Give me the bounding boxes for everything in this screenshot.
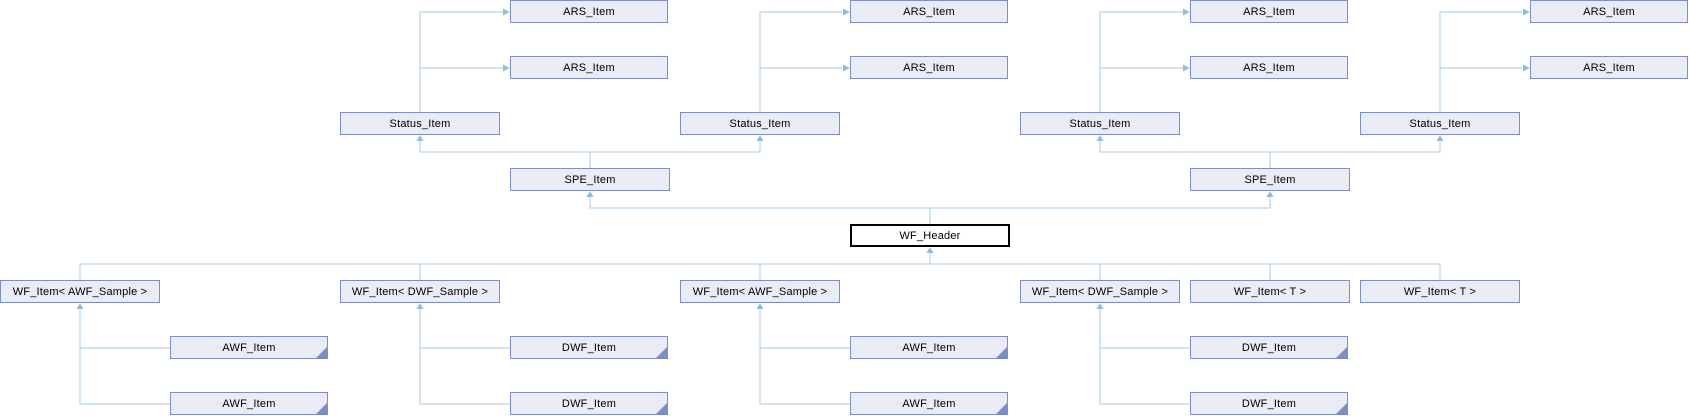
node-awf-item-2[interactable]: AWF_Item [170,392,328,415]
edge-arrowhead [1183,64,1190,72]
edge-arrowhead [1096,303,1104,309]
node-label: WF_Item< DWF_Sample > [1031,285,1169,298]
node-label: ARS_Item [903,61,955,74]
node-wf-item-dwf-sample-2[interactable]: WF_Item< DWF_Sample > [1020,280,1180,303]
node-label: ARS_Item [1243,61,1295,74]
edge-arrowhead [503,64,510,72]
node-label: WF_Header [899,229,961,242]
node-status-item-1[interactable]: Status_Item [340,112,500,135]
node-label: AWF_Item [222,397,276,410]
node-label: DWF_Item [1241,397,1297,410]
node-label: ARS_Item [1583,61,1635,74]
folded-corner-icon [656,347,667,358]
edge-line [1439,11,1523,112]
edge-line [419,11,503,112]
node-ars-item-2[interactable]: ARS_Item [510,56,668,79]
node-label: Status_Item [1409,117,1471,130]
node-awf-item-4[interactable]: AWF_Item [850,392,1008,415]
edge-arrowhead [1523,64,1530,72]
node-label: Status_Item [1069,117,1131,130]
node-ars-item-5[interactable]: ARS_Item [1190,0,1348,23]
node-label: WF_Item< T > [1233,285,1307,298]
node-status-item-4[interactable]: Status_Item [1360,112,1520,135]
edge-arrowhead [1266,191,1274,197]
edge-arrowhead [76,303,84,309]
folded-corner-icon [316,347,327,358]
node-label: ARS_Item [1583,5,1635,18]
node-ars-item-7[interactable]: ARS_Item [1530,0,1688,23]
node-dwf-item-2[interactable]: DWF_Item [510,392,668,415]
edge-arrowhead [1096,135,1104,141]
node-label: ARS_Item [1243,5,1295,18]
node-label: SPE_Item [564,173,616,186]
node-ars-item-1[interactable]: ARS_Item [510,0,668,23]
edge-arrowhead [416,135,424,141]
edge-arrowhead [756,135,764,141]
edge-arrowhead [586,191,594,197]
folded-corner-icon [996,403,1007,414]
node-dwf-item-4[interactable]: DWF_Item [1190,392,1348,415]
node-label: AWF_Item [902,341,956,354]
node-spe-item-1[interactable]: SPE_Item [510,168,670,191]
node-label: WF_Item< DWF_Sample > [351,285,489,298]
edge-line [759,11,843,112]
folded-corner-icon [656,403,667,414]
node-label: Status_Item [729,117,791,130]
node-label: DWF_Item [561,397,617,410]
node-ars-item-8[interactable]: ARS_Item [1530,56,1688,79]
node-wf-item-dwf-sample-1[interactable]: WF_Item< DWF_Sample > [340,280,500,303]
edge-arrowhead [843,8,850,16]
edge-arrowhead [756,303,764,309]
folded-corner-icon [996,347,1007,358]
edge-line [79,309,170,405]
edge-line [419,309,510,405]
edge-line [1099,11,1183,112]
node-ars-item-4[interactable]: ARS_Item [850,56,1008,79]
node-awf-item-3[interactable]: AWF_Item [850,336,1008,359]
folded-corner-icon [1336,403,1347,414]
node-wf-item-t-2[interactable]: WF_Item< T > [1360,280,1520,303]
node-label: AWF_Item [222,341,276,354]
node-label: WF_Item< AWF_Sample > [692,285,828,298]
edge-arrowhead [1436,135,1444,141]
folded-corner-icon [1336,347,1347,358]
node-label: WF_Item< T > [1403,285,1477,298]
node-label: DWF_Item [1241,341,1297,354]
node-wf-item-t-1[interactable]: WF_Item< T > [1190,280,1350,303]
node-label: ARS_Item [563,5,615,18]
node-label: WF_Item< AWF_Sample > [12,285,148,298]
node-label: DWF_Item [561,341,617,354]
edge-line [1099,309,1190,405]
node-label: Status_Item [389,117,451,130]
edge-arrowhead [1183,8,1190,16]
node-status-item-2[interactable]: Status_Item [680,112,840,135]
edge-arrowhead [1523,8,1530,16]
node-label: ARS_Item [563,61,615,74]
node-spe-item-2[interactable]: SPE_Item [1190,168,1350,191]
edge-arrowhead [926,247,934,253]
node-wf-header[interactable]: WF_Header [850,224,1010,247]
node-ars-item-3[interactable]: ARS_Item [850,0,1008,23]
node-dwf-item-3[interactable]: DWF_Item [1190,336,1348,359]
node-wf-item-awf-sample-2[interactable]: WF_Item< AWF_Sample > [680,280,840,303]
node-ars-item-6[interactable]: ARS_Item [1190,56,1348,79]
node-awf-item-1[interactable]: AWF_Item [170,336,328,359]
edge-line [759,309,850,405]
node-label: AWF_Item [902,397,956,410]
node-wf-item-awf-sample-1[interactable]: WF_Item< AWF_Sample > [0,280,160,303]
edge-arrowhead [843,64,850,72]
node-status-item-3[interactable]: Status_Item [1020,112,1180,135]
folded-corner-icon [316,403,327,414]
edge-arrowhead [503,8,510,16]
edge-arrowhead [416,303,424,309]
node-label: ARS_Item [903,5,955,18]
node-dwf-item-1[interactable]: DWF_Item [510,336,668,359]
node-label: SPE_Item [1244,173,1296,186]
